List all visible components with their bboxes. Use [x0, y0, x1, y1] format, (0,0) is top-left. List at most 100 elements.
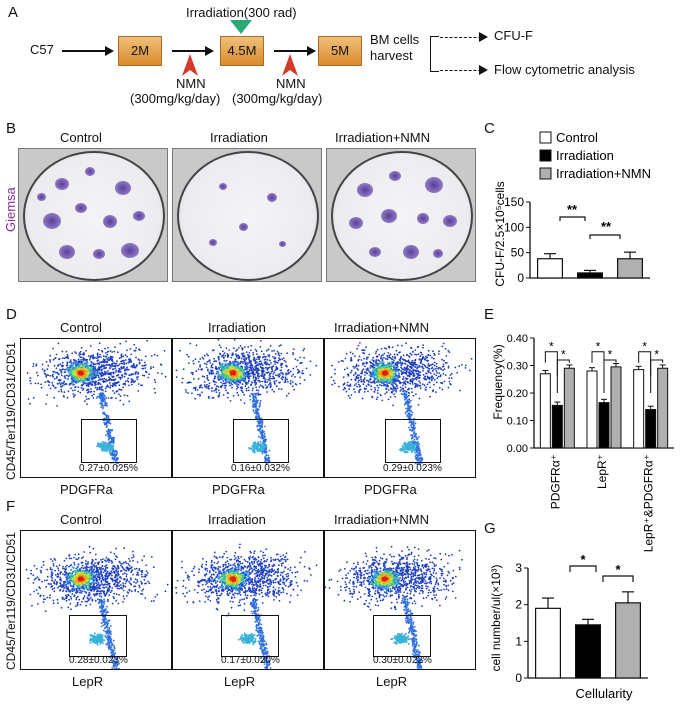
event-dot — [92, 362, 95, 365]
event-dot — [105, 442, 108, 445]
nmn-arrow-icon — [282, 54, 298, 76]
event-dot — [136, 364, 138, 366]
event-dot — [104, 380, 107, 383]
event-dot — [210, 369, 213, 372]
event-dot — [464, 367, 467, 369]
event-dot — [267, 348, 270, 351]
event-dot — [32, 365, 35, 368]
event-dot — [257, 408, 260, 411]
event-dot — [385, 347, 388, 350]
event-dot — [100, 375, 103, 378]
event-dot — [356, 385, 358, 388]
event-dot — [259, 426, 262, 429]
event-dot — [201, 356, 204, 359]
event-dot — [104, 399, 106, 401]
event-dot — [120, 366, 123, 368]
event-dot — [82, 366, 85, 370]
event-dot — [94, 363, 97, 366]
colony — [369, 247, 381, 257]
event-dot — [76, 373, 79, 376]
event-dot — [72, 383, 75, 386]
event-dot — [427, 353, 430, 356]
event-dot — [385, 388, 388, 391]
event-dot — [98, 378, 101, 381]
event-dot — [281, 378, 284, 381]
event-dot — [468, 369, 471, 372]
event-dot — [189, 381, 192, 384]
event-dot — [194, 386, 197, 389]
event-dot — [293, 388, 295, 391]
event-dot — [89, 382, 92, 385]
event-dot — [122, 367, 125, 369]
event-dot — [399, 358, 402, 360]
event-dot — [77, 386, 80, 389]
event-dot — [269, 372, 272, 375]
event-dot — [132, 381, 135, 384]
event-dot — [458, 365, 461, 368]
event-dot — [91, 374, 94, 377]
event-dot — [124, 382, 126, 385]
event-dot — [47, 380, 49, 382]
event-dot — [267, 363, 269, 366]
event-dot — [135, 356, 137, 359]
event-dot — [47, 364, 50, 367]
event-dot — [110, 359, 113, 362]
event-dot — [236, 372, 239, 375]
event-dot — [130, 378, 133, 380]
event-dot — [245, 361, 247, 364]
event-dot — [127, 377, 130, 380]
event-dot — [60, 372, 63, 374]
event-dot — [264, 358, 267, 360]
event-dot — [103, 372, 106, 375]
event-dot — [215, 391, 218, 394]
event-dot — [118, 393, 120, 396]
event-dot — [109, 367, 111, 370]
event-dot — [277, 359, 280, 362]
event-dot — [199, 365, 201, 368]
event-dot — [402, 359, 405, 361]
event-dot — [80, 347, 83, 349]
event-dot — [422, 346, 424, 349]
event-dot — [215, 385, 218, 388]
event-dot — [90, 364, 92, 366]
event-dot — [96, 370, 99, 373]
event-dot — [391, 346, 394, 349]
event-dot — [51, 374, 54, 377]
event-dot — [140, 384, 142, 387]
colony — [121, 243, 139, 258]
event-dot — [66, 362, 69, 365]
event-dot — [226, 396, 229, 399]
event-dot — [230, 356, 233, 359]
event-dot — [271, 370, 274, 372]
event-dot — [237, 354, 239, 357]
event-dot — [374, 352, 377, 355]
event-dot — [292, 373, 295, 376]
event-dot — [103, 361, 105, 364]
event-dot — [55, 371, 57, 374]
event-dot — [88, 378, 91, 381]
event-dot — [244, 366, 247, 369]
event-dot — [197, 360, 200, 363]
event-dot — [257, 369, 260, 372]
event-dot — [252, 374, 255, 376]
event-dot — [365, 362, 368, 365]
event-dot — [248, 355, 251, 358]
event-dot — [257, 416, 259, 419]
event-dot — [252, 395, 255, 398]
event-dot — [416, 369, 418, 372]
event-dot — [261, 429, 264, 432]
event-dot — [392, 359, 395, 361]
event-dot — [409, 382, 411, 385]
event-dot — [108, 419, 111, 422]
event-dot — [99, 361, 101, 364]
event-dot — [257, 372, 260, 375]
event-dot — [413, 362, 415, 365]
event-dot — [403, 366, 406, 369]
event-dot — [118, 384, 121, 387]
colony — [93, 249, 105, 259]
event-dot — [384, 357, 387, 360]
event-dot — [409, 369, 411, 371]
flow-plot-d-control: 0.27±0.025% — [20, 338, 172, 478]
event-dot — [56, 382, 59, 385]
event-dot — [345, 390, 348, 393]
